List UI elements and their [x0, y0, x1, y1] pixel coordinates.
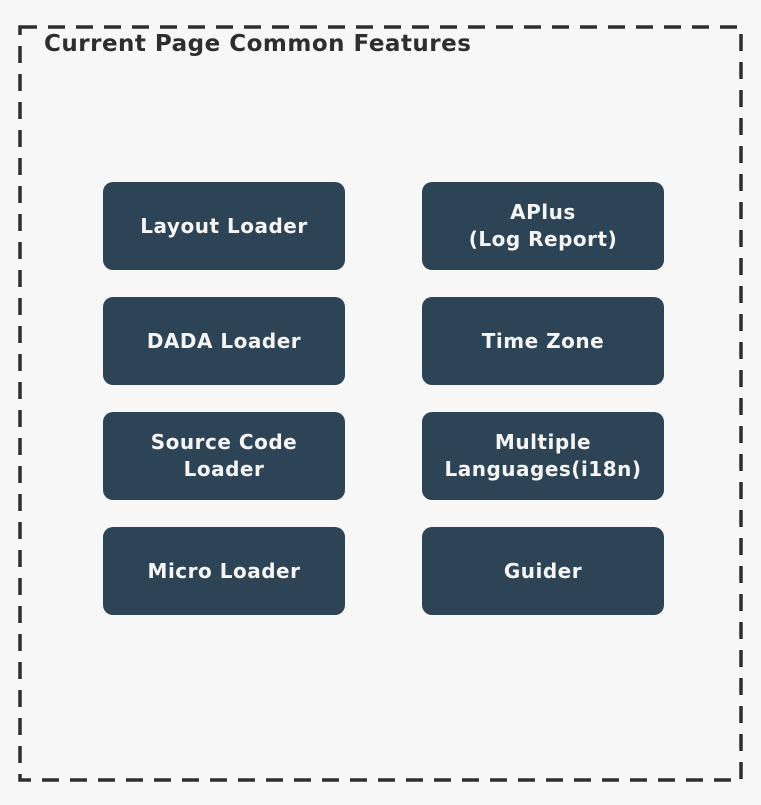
node-aplus-log-report: APlus (Log Report) — [422, 182, 664, 270]
diagram-title: Current Page Common Features — [44, 31, 472, 57]
node-guider: Guider — [422, 527, 664, 615]
node-multiple-languages-i18n: Multiple Languages(i18n) — [422, 412, 664, 500]
node-time-zone: Time Zone — [422, 297, 664, 385]
feature-node-grid: Layout Loader APlus (Log Report) DADA Lo… — [103, 182, 664, 615]
node-layout-loader: Layout Loader — [103, 182, 345, 270]
node-source-code-loader: Source Code Loader — [103, 412, 345, 500]
node-micro-loader: Micro Loader — [103, 527, 345, 615]
node-dada-loader: DADA Loader — [103, 297, 345, 385]
